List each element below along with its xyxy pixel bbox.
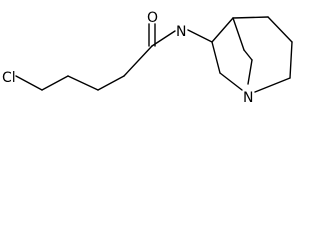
bond-c4-c3 — [67, 75, 99, 91]
bond-n-c3 — [187, 29, 213, 43]
bond-c4-bridge-middle — [232, 17, 245, 51]
chlorine-atom-label: Cl — [2, 70, 16, 86]
bond-bridge-lower-n1 — [247, 59, 253, 85]
bond-bridge-upper-right — [267, 16, 293, 43]
ring-nitrogen-label: N — [243, 90, 253, 106]
bond-c3-c2 — [97, 75, 125, 91]
bond-cl-c5 — [15, 75, 43, 91]
amide-group — [148, 23, 176, 47]
chemical-structure: Cl O N N — [2, 10, 293, 106]
bond-c4-bridge-upper — [232, 16, 269, 19]
bond-bridge-right-down — [289, 41, 293, 79]
oxygen-atom-label: O — [147, 10, 158, 26]
bond-c3-c2 — [211, 41, 221, 74]
quinuclidine-ring — [187, 16, 293, 93]
amide-nitrogen-label: N — [176, 24, 186, 40]
bond-bridge-middle-lower — [243, 49, 253, 61]
bond-bridge-right-n1 — [254, 77, 291, 93]
bond-c5-c4 — [41, 75, 69, 91]
bond-c3-c4 — [211, 17, 234, 43]
bond-c2-n1 — [219, 72, 243, 91]
bond-c2-c1 — [123, 45, 153, 77]
bond-c1-n — [151, 30, 176, 47]
chloropentanoyl-chain — [15, 45, 153, 91]
